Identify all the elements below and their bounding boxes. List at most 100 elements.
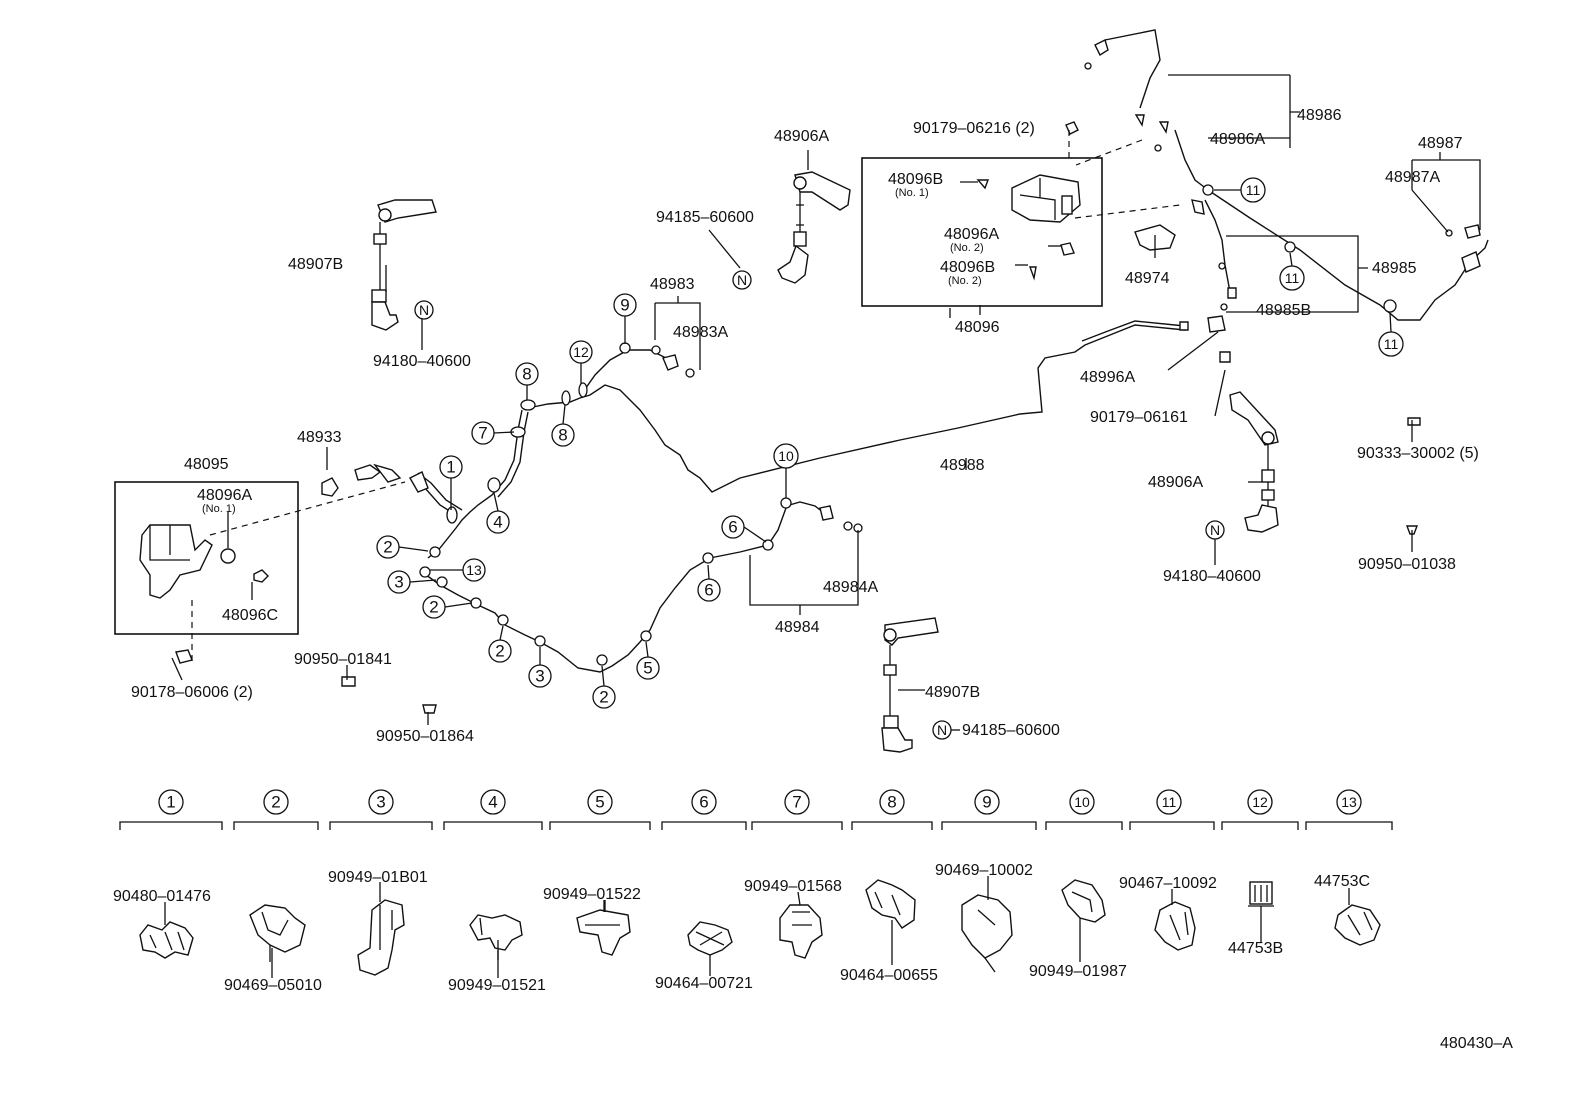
legend-callout-5: 5 [587,789,613,815]
svg-text:6: 6 [699,793,708,812]
label-48096B-no1: 48096B [888,171,943,188]
svg-text:2: 2 [271,793,280,812]
n-marker: N [932,720,952,740]
clip-6-part: 90464–00721 [655,975,753,992]
clip-10-part: 90949–01987 [1029,963,1127,980]
svg-text:N: N [737,272,747,288]
label-90950-01864: 90950–01864 [376,728,474,745]
legend-callout-11: 11 [1156,789,1182,815]
label-48984A: 48984A [823,579,878,596]
legend-callout-3: 3 [368,789,394,815]
legend-callout-7: 7 [784,789,810,815]
label-48983A: 48983A [673,324,728,341]
clip-6-drawing [687,921,733,956]
line-48986 [1104,29,1161,109]
line-lower-loop [421,507,787,673]
label-48096C: 48096C [222,607,278,624]
clip-legend: 1 2 3 4 5 6 7 8 9 10 11 12 13 [113,789,1393,994]
callout-8: 8 [551,423,575,447]
callout-8: 8 [515,362,539,386]
clip-7-part: 90949–01568 [744,878,842,895]
label-48996A: 48996A [1080,369,1135,386]
harness-callouts: 1 2 2 2 2 3 3 4 5 6 6 7 8 8 9 10 11 11 1… [376,177,1404,709]
clip-9-part: 90469–10002 [935,862,1033,879]
label-48987: 48987 [1418,135,1463,152]
line-left-chain [427,409,523,559]
label-48988: 48988 [940,457,985,474]
callout-6: 6 [721,515,745,539]
svg-text:3: 3 [535,667,544,686]
label-48985B: 48985B [1256,302,1311,319]
actuator-48095 [139,524,269,599]
svg-text:10: 10 [1074,794,1090,810]
clip-2-drawing [249,904,306,962]
clip-3-drawing [357,899,405,976]
clip-5-part: 90949–01522 [543,886,641,903]
clip-points [419,62,1453,666]
clip-5-drawing [576,900,631,956]
svg-text:2: 2 [383,538,392,557]
label-48096A-no2: 48096A [944,226,999,243]
svg-text:N: N [419,302,429,318]
legend-callout-12: 12 [1247,789,1273,815]
svg-text:3: 3 [376,793,385,812]
actuator-48096 [1011,174,1081,223]
clip-9-drawing [961,894,1013,973]
svg-text:8: 8 [522,365,531,384]
part-labels: 48986 48986A 48987 48987A 48985 48985B 4… [131,107,1479,745]
svg-text:13: 13 [1341,794,1357,810]
label-48096: 48096 [955,319,1000,336]
label-48984: 48984 [775,619,820,636]
svg-text:10: 10 [778,448,794,464]
label-90950-01038: 90950–01038 [1358,556,1456,573]
callout-4: 4 [486,510,510,534]
svg-text:N: N [1210,522,1220,538]
label-48974: 48974 [1125,270,1170,287]
clip-1-drawing [139,921,194,959]
n-marker: N [414,300,434,320]
clip-13-part: 44753C [1314,873,1370,890]
legend-callout-1: 1 [158,789,184,815]
svg-text:3: 3 [394,573,403,592]
callout-2: 2 [592,685,616,709]
clip-1-part: 90480–01476 [113,888,211,905]
diagram-id: 480430–A [1440,1035,1513,1052]
label-94185-60600-top: 94185–60600 [656,209,754,226]
svg-text:N: N [937,722,947,738]
callout-1: 1 [439,455,463,479]
label-48906A-right: 48906A [1148,474,1203,491]
callout-10: 10 [773,443,799,469]
clip-12-drawing [1248,881,1274,930]
n-markers: N N N N [414,270,1225,740]
hardware-sketches [139,39,1481,753]
svg-text:7: 7 [792,793,801,812]
label-90333-30002: 90333–30002 (5) [1357,445,1479,462]
label-48986: 48986 [1297,107,1342,124]
label-48986A: 48986A [1210,131,1265,148]
svg-text:7: 7 [478,424,487,443]
clip-8-drawing [865,879,916,929]
svg-text:4: 4 [493,513,502,532]
label-90179-06161: 90179–06161 [1090,409,1188,426]
callout-3: 3 [387,570,411,594]
legend-callout-4: 4 [480,789,506,815]
height-sensor-48907B-bottom [881,617,939,753]
svg-text:11: 11 [1384,336,1399,352]
svg-text:9: 9 [982,793,991,812]
legend-callout-2: 2 [263,789,289,815]
label-48907B-left: 48907B [288,256,343,273]
clip-7-drawing [779,904,823,959]
label-94185-60600-bottom: 94185–60600 [962,722,1060,739]
clip-3-part: 90949–01B01 [328,869,428,886]
svg-text:11: 11 [1162,794,1177,810]
svg-text:5: 5 [643,659,652,678]
clip-11-part: 90467–10092 [1119,875,1217,892]
callout-9: 9 [613,293,637,317]
label-48095: 48095 [184,456,229,473]
svg-text:13: 13 [466,562,482,578]
callout-11: 11 [1378,331,1404,357]
svg-text:4: 4 [488,793,497,812]
legend-callout-13: 13 [1336,789,1362,815]
svg-text:6: 6 [728,518,737,537]
